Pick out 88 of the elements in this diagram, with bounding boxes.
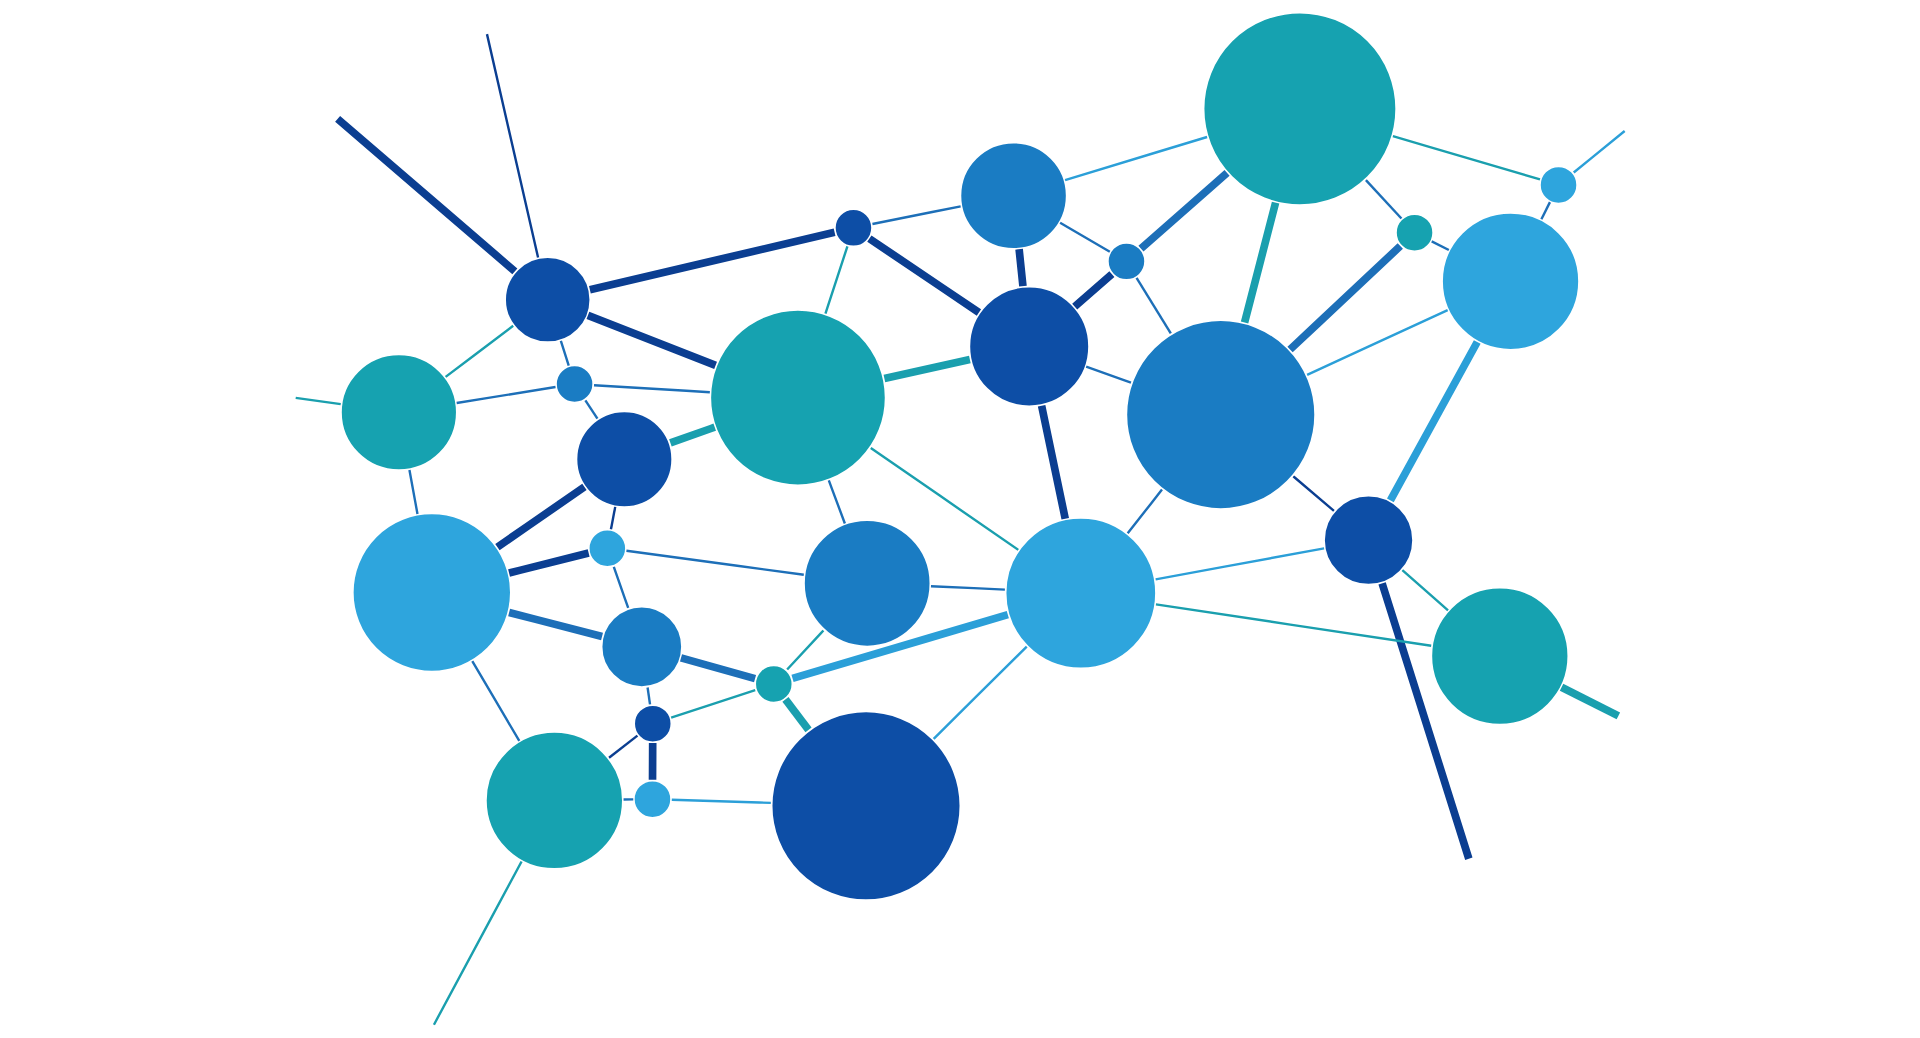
node-circle bbox=[483, 729, 625, 871]
connector bbox=[824, 245, 849, 314]
node-circle bbox=[1105, 240, 1148, 282]
node-circle bbox=[1322, 493, 1416, 587]
node-circle bbox=[958, 140, 1069, 251]
connector bbox=[930, 585, 1005, 591]
connector bbox=[1431, 240, 1450, 252]
connector bbox=[1059, 221, 1111, 253]
connector bbox=[671, 798, 771, 805]
connector bbox=[508, 608, 603, 641]
connector bbox=[1401, 569, 1449, 612]
node-circle bbox=[1537, 164, 1580, 206]
connector bbox=[1155, 603, 1432, 647]
connector bbox=[432, 860, 523, 1026]
connector bbox=[1126, 488, 1163, 534]
connector bbox=[1155, 547, 1325, 581]
connector bbox=[586, 311, 717, 369]
connector bbox=[1064, 135, 1208, 182]
connector bbox=[1135, 277, 1172, 335]
node-circle bbox=[1201, 10, 1399, 208]
node-circle bbox=[553, 363, 596, 405]
connector bbox=[609, 506, 617, 530]
node-circle bbox=[338, 352, 459, 473]
node-circle bbox=[631, 778, 674, 820]
node-circle bbox=[1440, 210, 1582, 352]
connector bbox=[883, 355, 971, 383]
connector bbox=[872, 205, 961, 226]
connector bbox=[495, 483, 587, 551]
connector bbox=[485, 33, 540, 258]
connector bbox=[648, 743, 657, 780]
connector bbox=[1138, 170, 1230, 252]
connector bbox=[680, 654, 757, 683]
connector bbox=[791, 611, 1009, 683]
connector bbox=[335, 115, 518, 275]
node-circle bbox=[769, 709, 963, 903]
node-circle bbox=[503, 255, 593, 345]
node-circle bbox=[1393, 212, 1436, 254]
connector bbox=[593, 384, 710, 394]
connector bbox=[295, 396, 341, 406]
connector bbox=[1572, 130, 1626, 174]
node-circle bbox=[801, 518, 933, 649]
connector bbox=[1378, 582, 1473, 860]
connector bbox=[456, 385, 556, 405]
connector bbox=[782, 697, 812, 733]
node-circle bbox=[967, 284, 1092, 409]
connector bbox=[1292, 475, 1335, 512]
connector bbox=[1287, 243, 1403, 353]
connector bbox=[670, 688, 756, 719]
connector bbox=[559, 340, 570, 366]
connector bbox=[471, 660, 521, 742]
connector bbox=[867, 235, 982, 316]
connector bbox=[1085, 365, 1132, 384]
connector bbox=[444, 324, 514, 378]
connector bbox=[1387, 340, 1481, 503]
connector bbox=[608, 734, 639, 759]
node-circle bbox=[753, 663, 795, 705]
node-circle bbox=[1429, 585, 1571, 727]
node-circle bbox=[599, 604, 684, 689]
node-circle bbox=[708, 307, 888, 488]
node-circle bbox=[1003, 515, 1158, 671]
connector bbox=[1540, 201, 1552, 220]
connector bbox=[1072, 271, 1115, 310]
node-circle bbox=[632, 703, 674, 745]
node-circle bbox=[1124, 318, 1318, 512]
connector bbox=[1559, 683, 1621, 720]
connector bbox=[1037, 405, 1069, 520]
connector bbox=[1365, 179, 1403, 220]
connector bbox=[408, 469, 419, 515]
connector bbox=[1392, 135, 1541, 181]
connector bbox=[646, 687, 652, 705]
connector bbox=[508, 549, 590, 577]
node-circle bbox=[832, 207, 875, 249]
connector bbox=[827, 480, 846, 524]
connector bbox=[584, 399, 599, 420]
connector bbox=[1306, 309, 1449, 376]
connector bbox=[669, 423, 716, 447]
connector bbox=[589, 228, 836, 294]
connector bbox=[626, 549, 804, 576]
connector bbox=[1015, 248, 1027, 287]
connector bbox=[1240, 201, 1280, 324]
connector bbox=[870, 447, 1019, 551]
connector bbox=[612, 566, 630, 609]
node-circle bbox=[586, 527, 628, 569]
connector bbox=[623, 798, 634, 801]
node-circle bbox=[574, 409, 675, 510]
node-circle bbox=[350, 511, 513, 674]
connector bbox=[932, 645, 1028, 740]
connector bbox=[786, 629, 825, 671]
